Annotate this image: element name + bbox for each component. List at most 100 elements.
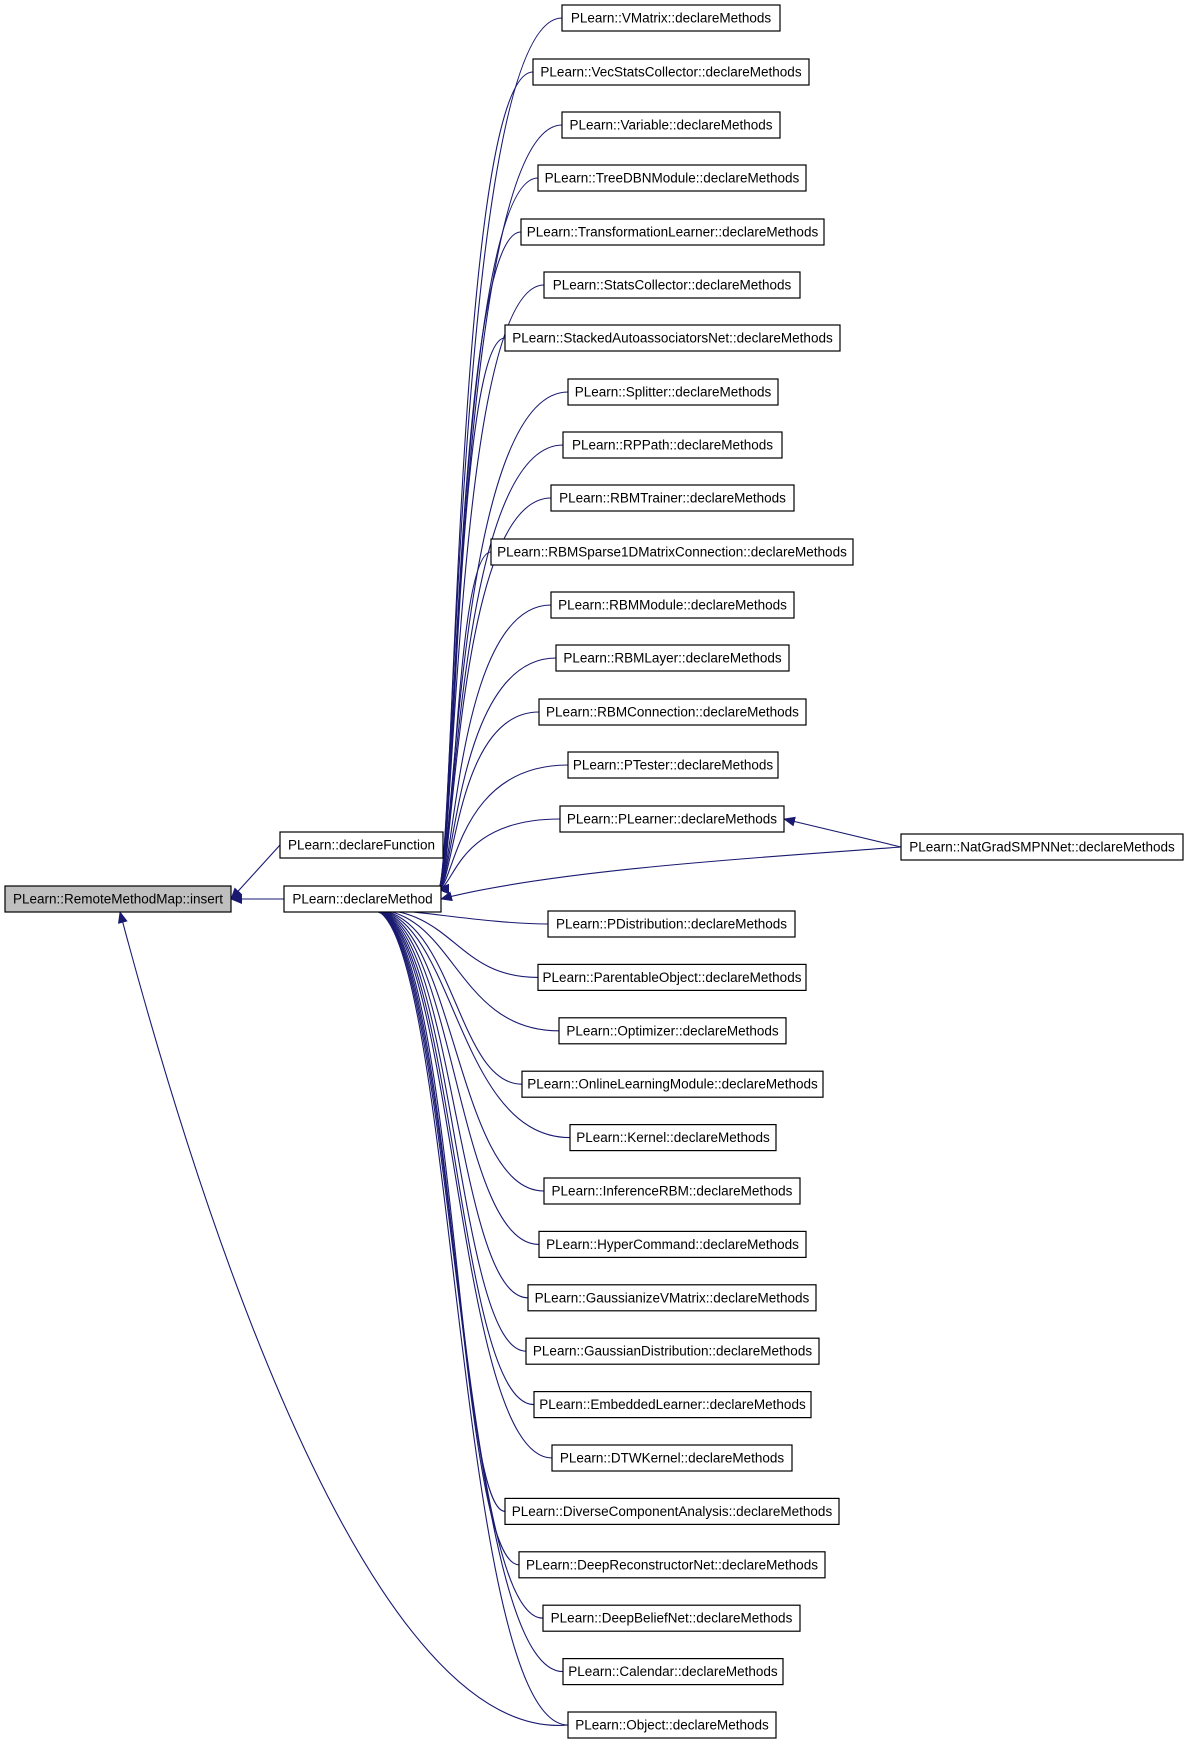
- node-PLearner[interactable]: PLearn::PLearner::declareMethods: [559, 805, 785, 833]
- node-declareFunction[interactable]: PLearn::declareFunction: [279, 831, 444, 859]
- edge-arrow: [437, 551, 492, 894]
- edge-RBMConnection-to-declareMethod: [437, 711, 540, 894]
- node-box: [561, 4, 781, 32]
- edge-RBMSparse1DMatrixConnection-to-declareMethod: [437, 551, 492, 894]
- node-box: [520, 218, 825, 246]
- node-label: PLearn::RBMConnection::declareMethods: [546, 705, 799, 720]
- edge-Object-to-declareMethod: [370, 904, 569, 1726]
- edge-arrow: [370, 904, 540, 1245]
- node-box: [569, 1123, 777, 1152]
- node-HyperCommand[interactable]: PLearn::HyperCommand::declareMethods: [538, 1230, 807, 1259]
- node-VMatrix[interactable]: PLearn::VMatrix::declareMethods: [561, 4, 781, 32]
- edge-RPPath-to-declareMethod: [437, 444, 564, 894]
- node-label: PLearn::declareFunction: [288, 838, 435, 853]
- node-box: [537, 963, 807, 992]
- node-Splitter[interactable]: PLearn::Splitter::declareMethods: [567, 378, 779, 406]
- node-EmbeddedLearner[interactable]: PLearn::EmbeddedLearner::declareMethods: [533, 1390, 812, 1419]
- node-box: [532, 58, 810, 86]
- node-label: PLearn::InferenceRBM::declareMethods: [552, 1184, 793, 1199]
- node-box: [518, 1551, 826, 1579]
- edge-arrow: [370, 904, 553, 1459]
- node-label: PLearn::PDistribution::declareMethods: [556, 917, 787, 932]
- node-PTester[interactable]: PLearn::PTester::declareMethods: [567, 751, 779, 779]
- node-label: PLearn::Splitter::declareMethods: [575, 385, 772, 400]
- node-RBMConnection[interactable]: PLearn::RBMConnection::declareMethods: [538, 698, 807, 726]
- edge-RBMLayer-to-declareMethod: [437, 657, 557, 894]
- edge-PLearner-to-declareMethod: [437, 818, 561, 894]
- edge-arrow: [370, 904, 520, 1566]
- node-StatsCollector[interactable]: PLearn::StatsCollector::declareMethods: [543, 271, 801, 299]
- node-Kernel[interactable]: PLearn::Kernel::declareMethods: [569, 1123, 777, 1152]
- node-InferenceRBM[interactable]: PLearn::InferenceRBM::declareMethods: [543, 1177, 801, 1205]
- node-RBMModule[interactable]: PLearn::RBMModule::declareMethods: [550, 591, 795, 619]
- edge-arrow: [370, 904, 569, 1726]
- edge-RBMModule-to-declareMethod: [437, 604, 552, 894]
- node-label: PLearn::DeepReconstructorNet::declareMet…: [526, 1557, 818, 1572]
- edge-arrow: [370, 904, 527, 1352]
- edge-arrow: [437, 764, 569, 894]
- node-StackedAutoassociatorsNet[interactable]: PLearn::StackedAutoassociatorsNet::decla…: [504, 324, 841, 352]
- node-label: PLearn::StackedAutoassociatorsNet::decla…: [512, 331, 833, 346]
- edge-NatGradSMPNNet-to-declareMethod: [440, 846, 902, 902]
- node-label: PLearn::GaussianDistribution::declareMet…: [533, 1344, 812, 1359]
- node-RBMLayer[interactable]: PLearn::RBMLayer::declareMethods: [555, 644, 790, 672]
- edge-OnlineLearningModule-to-declareMethod: [370, 904, 523, 1085]
- edge-NatGradSMPNNet-to-PLearner: [783, 816, 902, 848]
- edge-arrow: [370, 904, 535, 1406]
- node-box: [525, 1337, 820, 1365]
- edge-arrow: [437, 657, 557, 894]
- node-OnlineLearningModule[interactable]: PLearn::OnlineLearningModule::declareMet…: [521, 1070, 824, 1098]
- node-box: [550, 591, 795, 619]
- node-label: PLearn::RPPath::declareMethods: [572, 438, 773, 453]
- edge-InferenceRBM-to-declareMethod: [370, 904, 545, 1192]
- node-label: PLearn::VecStatsCollector::declareMethod…: [540, 65, 801, 80]
- edge-VecStatsCollector-to-declareMethod: [437, 71, 534, 894]
- node-NatGradSMPNNet[interactable]: PLearn::NatGradSMPNNet::declareMethods: [900, 833, 1184, 861]
- edge-arrow: [370, 904, 529, 1299]
- node-label: PLearn::Variable::declareMethods: [569, 118, 772, 133]
- node-insert[interactable]: PLearn::RemoteMethodMap::insert: [4, 885, 232, 913]
- node-RBMSparse1DMatrixConnection[interactable]: PLearn::RBMSparse1DMatrixConnection::dec…: [490, 538, 854, 566]
- node-PDistribution[interactable]: PLearn::PDistribution::declareMethods: [547, 910, 796, 938]
- edge-arrow: [437, 818, 561, 894]
- edge-PTester-to-declareMethod: [437, 764, 569, 894]
- node-box: [542, 1604, 801, 1632]
- node-box: [900, 833, 1184, 861]
- edge-arrow: [370, 904, 506, 1512]
- node-DTWKernel[interactable]: PLearn::DTWKernel::declareMethods: [551, 1444, 793, 1472]
- node-ParentableObject[interactable]: PLearn::ParentableObject::declareMethods: [537, 963, 807, 992]
- edge-StatsCollector-to-declareMethod: [437, 284, 545, 894]
- node-label: PLearn::declareMethod: [292, 892, 432, 907]
- node-RBMTrainer[interactable]: PLearn::RBMTrainer::declareMethods: [550, 484, 795, 512]
- node-box: [547, 910, 796, 938]
- node-GaussianizeVMatrix[interactable]: PLearn::GaussianizeVMatrix::declareMetho…: [527, 1284, 817, 1312]
- node-label: PLearn::HyperCommand::declareMethods: [546, 1237, 799, 1252]
- node-box: [504, 1497, 840, 1526]
- node-DeepReconstructorNet[interactable]: PLearn::DeepReconstructorNet::declareMet…: [518, 1551, 826, 1579]
- node-Calendar[interactable]: PLearn::Calendar::declareMethods: [562, 1657, 784, 1686]
- node-label: PLearn::Calendar::declareMethods: [568, 1664, 778, 1679]
- node-Variable[interactable]: PLearn::Variable::declareMethods: [561, 111, 781, 139]
- node-box: [537, 164, 807, 192]
- edge-arrow: [117, 911, 569, 1726]
- node-Optimizer[interactable]: PLearn::Optimizer::declareMethods: [558, 1017, 787, 1045]
- edge-EmbeddedLearner-to-declareMethod: [370, 904, 535, 1406]
- edge-DeepBeliefNet-to-declareMethod: [370, 904, 544, 1619]
- node-box: [527, 1284, 817, 1312]
- node-box: [543, 271, 801, 299]
- node-RPPath[interactable]: PLearn::RPPath::declareMethods: [562, 431, 783, 459]
- node-TreeDBNModule[interactable]: PLearn::TreeDBNModule::declareMethods: [537, 164, 807, 192]
- node-VecStatsCollector[interactable]: PLearn::VecStatsCollector::declareMethod…: [532, 58, 810, 86]
- node-DeepBeliefNet[interactable]: PLearn::DeepBeliefNet::declareMethods: [542, 1604, 801, 1632]
- node-GaussianDistribution[interactable]: PLearn::GaussianDistribution::declareMet…: [525, 1337, 820, 1365]
- edge-Kernel-to-declareMethod: [370, 904, 571, 1139]
- node-label: PLearn::RBMModule::declareMethods: [558, 598, 787, 613]
- node-declareMethod[interactable]: PLearn::declareMethod: [283, 885, 442, 913]
- node-label: PLearn::VMatrix::declareMethods: [571, 11, 772, 26]
- node-label: PLearn::DeepBeliefNet::declareMethods: [551, 1611, 793, 1626]
- node-box: [551, 1444, 793, 1472]
- node-Object[interactable]: PLearn::Object::declareMethods: [567, 1711, 777, 1739]
- node-box: [550, 484, 795, 512]
- node-DiverseComponentAnalysis[interactable]: PLearn::DiverseComponentAnalysis::declar…: [504, 1497, 840, 1526]
- node-TransformationLearner[interactable]: PLearn::TransformationLearner::declareMe…: [520, 218, 825, 246]
